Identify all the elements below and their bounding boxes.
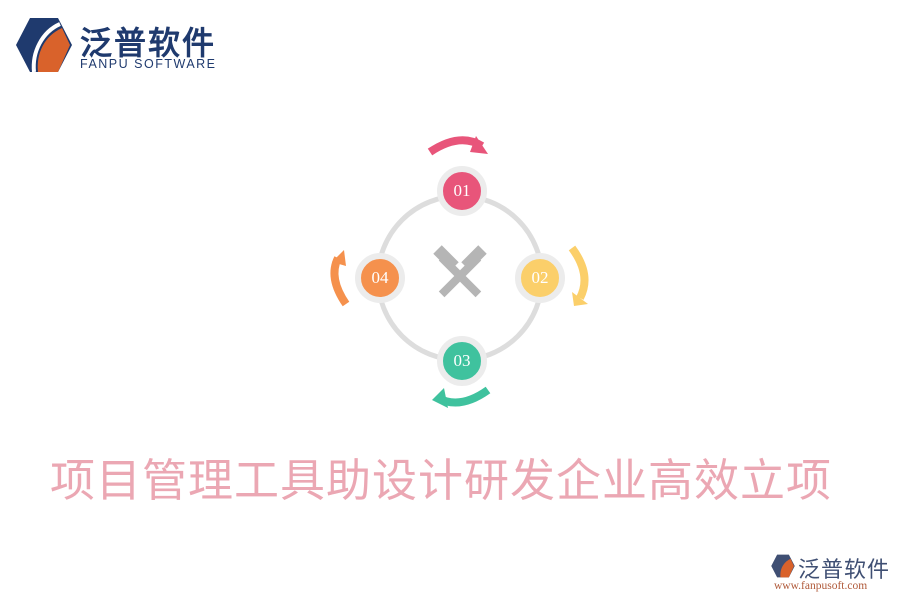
brand-name-en: FANPU SOFTWARE: [80, 57, 217, 71]
step-node-01: 01: [437, 166, 487, 216]
watermark: 泛普软件 www.fanpusoft.com: [770, 552, 895, 597]
step-node-04: 04: [355, 253, 405, 303]
fanpu-logo-icon: [771, 554, 795, 578]
fanpu-logo-icon: [16, 18, 72, 73]
arrow-clockwise-icon: [568, 245, 589, 306]
arrow-clockwise-icon: [330, 250, 350, 307]
crossed-hammers-icon: [433, 245, 487, 298]
cycle-diagram: 01 02 03 04: [310, 120, 610, 420]
step-node-03: 03: [437, 336, 487, 386]
watermark-name: 泛普软件: [798, 558, 891, 583]
headline: 项目管理工具助设计研发企业高效立项: [50, 454, 833, 507]
brand-name-cn: 泛普软件: [80, 24, 217, 62]
arrow-clockwise-icon: [432, 386, 491, 408]
brand-logo: 泛普软件 FANPU SOFTWARE: [14, 14, 234, 76]
step-node-02: 02: [515, 253, 565, 303]
watermark-url: www.fanpusoft.com: [774, 580, 868, 592]
arrow-clockwise-icon: [427, 136, 488, 156]
